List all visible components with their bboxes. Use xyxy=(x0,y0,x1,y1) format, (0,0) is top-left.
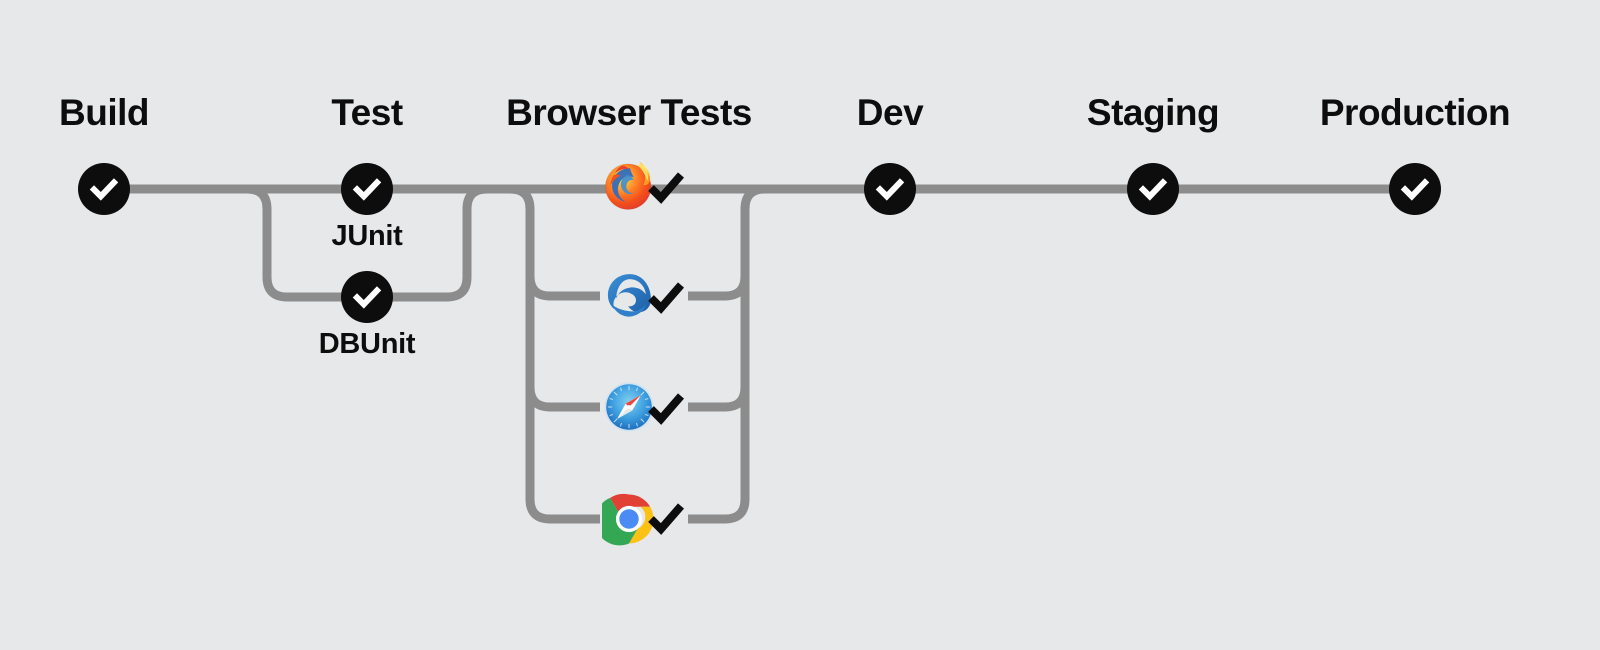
build-node[interactable] xyxy=(78,163,130,215)
line-branch-edge xyxy=(525,275,600,301)
dev-node[interactable] xyxy=(864,163,916,215)
stage-title-production: Production xyxy=(1319,92,1511,133)
check-icon xyxy=(1400,178,1430,201)
firefox-check-icon xyxy=(648,172,685,204)
dbunit-node-label: DBUnit xyxy=(318,328,416,360)
firefox-icon[interactable] xyxy=(602,158,656,212)
chrome-icon[interactable] xyxy=(594,492,656,546)
check-icon xyxy=(352,286,382,309)
production-node[interactable] xyxy=(1389,163,1441,215)
line-rejoin-safari xyxy=(688,386,750,412)
safari-icon[interactable] xyxy=(602,380,656,434)
line-browser-trunk-left xyxy=(509,184,600,524)
safari-check-icon xyxy=(648,393,685,425)
junit-node-label: JUnit xyxy=(331,220,403,252)
edge-check-icon xyxy=(648,282,685,314)
line-rejoin-edge xyxy=(688,275,750,301)
edge-icon[interactable] xyxy=(602,269,656,323)
line-test-fork-down xyxy=(240,184,345,302)
dbunit-node[interactable] xyxy=(341,271,393,323)
line-branch-safari xyxy=(525,386,600,412)
stage-title-dev: Dev xyxy=(856,92,924,133)
stage-title-staging: Staging xyxy=(1086,92,1220,133)
stage-title-browser-tests: Browser Tests xyxy=(506,92,752,133)
check-icon xyxy=(875,178,905,201)
chrome-check-icon xyxy=(648,503,685,535)
check-icon xyxy=(352,178,382,201)
stage-title-test: Test xyxy=(331,92,403,133)
junit-node[interactable] xyxy=(341,163,393,215)
line-dbunit-rejoin xyxy=(389,184,488,302)
line-browser-trunk-right xyxy=(688,184,766,524)
staging-node[interactable] xyxy=(1127,163,1179,215)
check-icon xyxy=(1138,178,1168,201)
stage-title-build: Build xyxy=(59,92,149,133)
check-icon xyxy=(89,178,119,201)
